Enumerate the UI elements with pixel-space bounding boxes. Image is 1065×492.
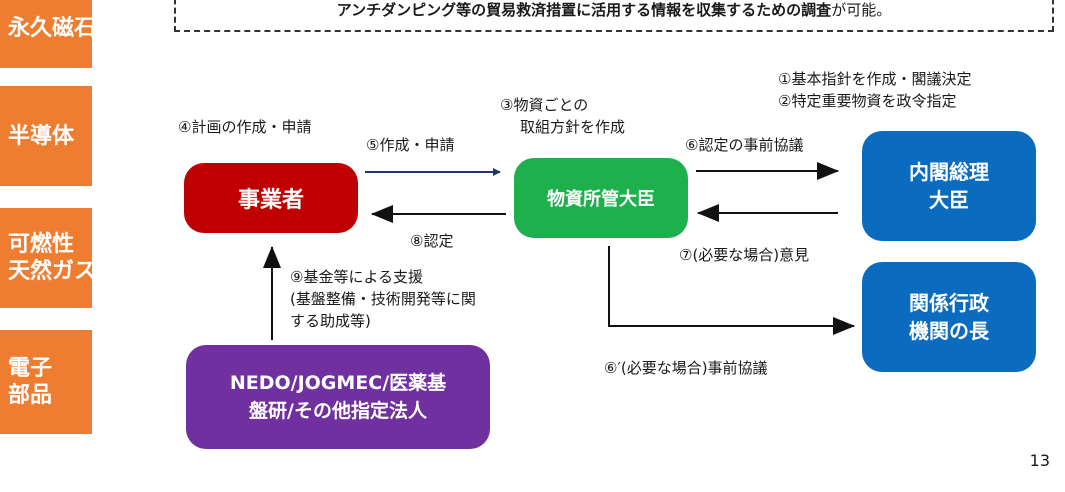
label-line: する助成等) [290, 312, 371, 330]
label-step8: ⑧認定 [410, 230, 453, 252]
side-tile-electronics: 電子 部品 [0, 330, 92, 434]
box-text: 盤研/その他指定法人 [249, 400, 427, 422]
label-step3: ③物資ごとの 取組方針を作成 [500, 94, 625, 138]
side-tile-text: 永久磁石 [8, 15, 97, 41]
label-line: ⑥認定の事前協議 [685, 136, 804, 154]
note-bold-text: アンチダンピング等の貿易救済措置に活用する情報を収集するための調査 [336, 1, 832, 19]
label-step5: ⑤作成・申請 [366, 134, 454, 156]
side-tile-semiconductor: 半導体 [0, 86, 92, 186]
side-tile-magnet: 永久磁石 [0, 0, 96, 68]
box-text: 機関の長 [909, 319, 989, 343]
note-box: アンチダンピング等の貿易救済措置に活用する情報を収集するための調査が可能。 [174, 0, 1054, 32]
business-operator-box: 事業者 [184, 163, 358, 233]
page-number: 13 [1029, 451, 1050, 470]
label-step7: ⑦(必要な場合)意見 [679, 244, 809, 266]
side-tile-text: 天然ガス [8, 259, 97, 284]
label-line: (基盤整備・技術開発等に関 [290, 290, 476, 308]
label-line: ⑤作成・申請 [366, 136, 455, 154]
label-line: ⑨基金等による支援 [290, 268, 423, 286]
note-normal-text: が可能。 [831, 1, 892, 19]
side-tile-text: 可燃性 [8, 232, 75, 257]
prime-minister-box: 内閣総理 大臣 [862, 131, 1036, 241]
agency-heads-box: 関係行政 機関の長 [862, 262, 1036, 372]
label-step6: ⑥認定の事前協議 [685, 134, 803, 156]
label-line: ⑦(必要な場合)意見 [679, 246, 810, 264]
label-step6b: ⑥′(必要な場合)事前協議 [604, 357, 768, 379]
side-tile-natural-gas: 可燃性 天然ガス [0, 208, 96, 308]
label-step1-2: ①基本指針を作成・閣議決定 ②特定重要物資を政令指定 [778, 68, 971, 112]
box-text: 事業者 [237, 188, 304, 213]
label-line: ⑧認定 [410, 232, 454, 250]
box-text: 物資所管大臣 [547, 189, 655, 210]
box-text: 大臣 [929, 188, 969, 212]
label-step4: ④計画の作成・申請 [178, 116, 311, 138]
label-line: ④計画の作成・申請 [178, 118, 312, 136]
label-line: ①基本指針を作成・閣議決定 [778, 70, 972, 88]
box-text: 関係行政 [909, 291, 989, 315]
box-text: 内閣総理 [909, 160, 989, 184]
label-line: ⑥′(必要な場合)事前協議 [604, 359, 768, 377]
label-line: ③物資ごとの [500, 96, 589, 114]
arrow-consult-agencies [608, 246, 855, 335]
label-step9: ⑨基金等による支援 (基盤整備・技術開発等に関 する助成等) [290, 266, 476, 332]
side-tile-text: 半導体 [8, 123, 75, 149]
box-text: NEDO/JOGMEC/医薬基 [229, 372, 447, 394]
side-tile-text: 部品 [8, 383, 53, 408]
support-organizations-box: NEDO/JOGMEC/医薬基 盤研/その他指定法人 [186, 345, 490, 449]
competent-minister-box: 物資所管大臣 [514, 158, 688, 238]
label-line: 取組方針を作成 [520, 118, 626, 136]
side-tile-text: 電子 [8, 356, 53, 381]
label-line: ②特定重要物資を政令指定 [778, 92, 957, 110]
